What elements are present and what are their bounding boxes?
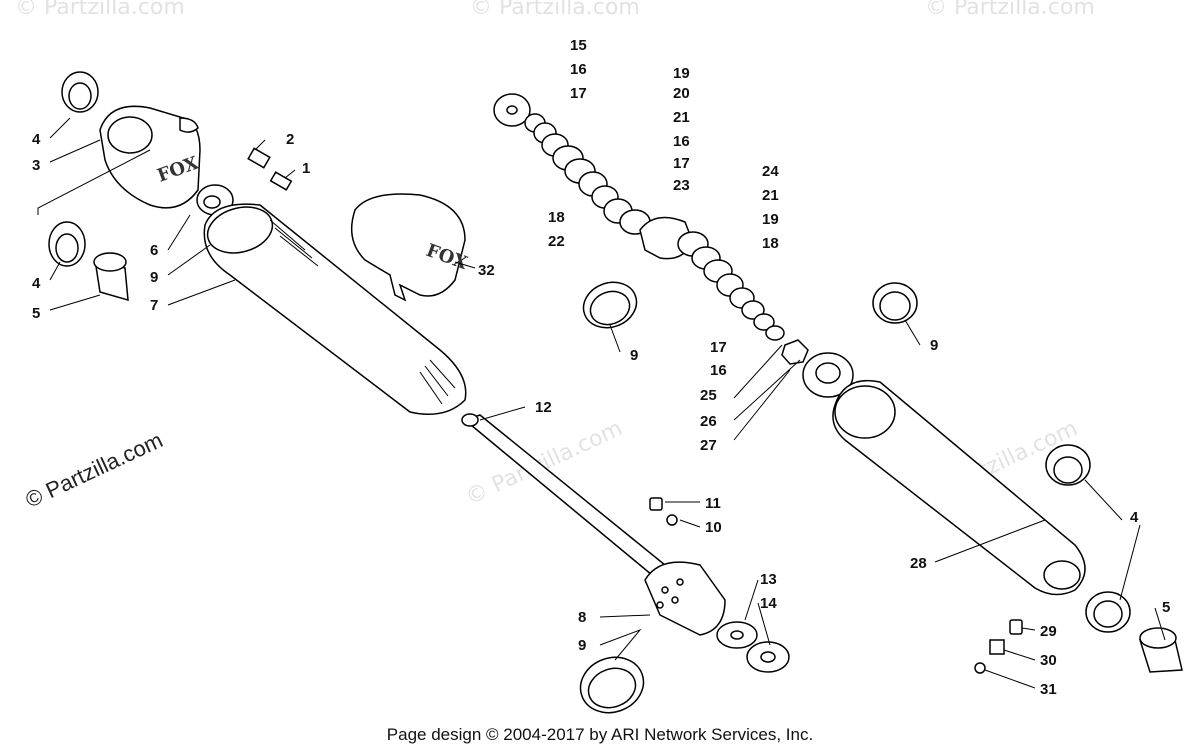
leader-lines — [37, 117, 1166, 689]
valve-ball-part — [974, 662, 986, 674]
callout-label: 28 — [910, 555, 927, 572]
callout-label: 23 — [673, 177, 690, 194]
callout-label: 16 — [570, 61, 587, 78]
pin-part — [649, 497, 663, 511]
watermark-text: © Partzilla.com — [15, 0, 185, 20]
callout-label: 6 — [150, 242, 158, 259]
washer-part — [716, 621, 758, 649]
callout-label: 19 — [673, 65, 690, 82]
callout-label: 18 — [762, 235, 779, 252]
callout-label: 9 — [630, 347, 638, 364]
piston-part — [644, 561, 726, 636]
shim-stack-part — [493, 93, 809, 365]
parts-layer: FOX FOX — [48, 71, 1183, 714]
callout-label: 12 — [535, 399, 552, 416]
callout-label: 9 — [930, 337, 938, 354]
ball-part — [666, 514, 678, 526]
callout-label: 16 — [673, 133, 690, 150]
sleeve-part — [93, 252, 129, 302]
valve-cap-part — [1009, 619, 1023, 635]
callout-label: 32 — [478, 262, 495, 279]
sleeve-part — [1138, 627, 1183, 673]
ring-part — [872, 282, 918, 324]
callout-label: 21 — [762, 187, 779, 204]
callout-label: 27 — [700, 437, 717, 454]
callout-label: 4 — [32, 131, 41, 148]
callout-label: 5 — [1162, 599, 1170, 616]
callout-label: 10 — [705, 519, 722, 536]
bushing-part — [1085, 591, 1131, 633]
callout-label: 25 — [700, 387, 717, 404]
callout-label: 24 — [762, 163, 779, 180]
callout-label: 11 — [705, 495, 721, 512]
callout-label: 5 — [32, 305, 40, 322]
callout-label: 14 — [760, 595, 777, 612]
callout-label: 2 — [286, 131, 294, 148]
callout-label: 7 — [150, 297, 158, 314]
callout-label: 16 — [710, 362, 727, 379]
callout-label: 20 — [673, 85, 690, 102]
callout-label: 4 — [32, 275, 41, 292]
washer-part — [746, 641, 790, 673]
bushing-part — [1045, 444, 1091, 486]
watermark-text: © Partzilla.com — [470, 0, 640, 20]
callout-label: 8 — [578, 609, 586, 626]
shock-body-part — [203, 203, 467, 415]
callouts: 1 2 3 4 4 4 5 5 6 7 8 9 9 9 9 10 11 12 1… — [32, 37, 1170, 698]
callout-label: 4 — [1130, 509, 1139, 526]
callout-label: 1 — [302, 160, 310, 177]
callout-label: 9 — [578, 637, 586, 654]
copyright-footer: Page design © 2004-2017 by ARI Network S… — [387, 725, 813, 744]
bushing-part — [48, 221, 86, 267]
callout-label: 26 — [700, 413, 717, 430]
callout-label: 29 — [1040, 623, 1057, 640]
callout-label: 21 — [673, 109, 690, 126]
fitting-part — [247, 147, 293, 191]
valve-core-part — [989, 639, 1005, 655]
callout-label: 30 — [1040, 652, 1057, 669]
callout-label: 13 — [760, 571, 777, 588]
callout-label: 9 — [150, 269, 158, 286]
side-watermark: © Partzilla.com — [22, 427, 167, 512]
callout-label: 17 — [570, 85, 587, 102]
callout-label: 22 — [548, 233, 565, 250]
callout-label: 17 — [710, 339, 727, 356]
callout-label: 18 — [548, 209, 565, 226]
eyelet-cap-part: FOX — [99, 105, 201, 209]
boot-part: FOX — [350, 193, 470, 302]
callout-label: 31 — [1040, 681, 1057, 698]
callout-label: 3 — [32, 157, 40, 174]
watermark-text: © Partzilla.com — [925, 0, 1095, 20]
reservoir-body-part — [832, 380, 1086, 596]
ring-part — [582, 281, 638, 329]
callout-label: 17 — [673, 155, 690, 172]
floating-piston-part — [802, 352, 854, 398]
bushing-part — [61, 71, 99, 113]
callout-label: 19 — [762, 211, 779, 228]
ring-part — [579, 656, 645, 714]
callout-label: 15 — [570, 37, 587, 54]
